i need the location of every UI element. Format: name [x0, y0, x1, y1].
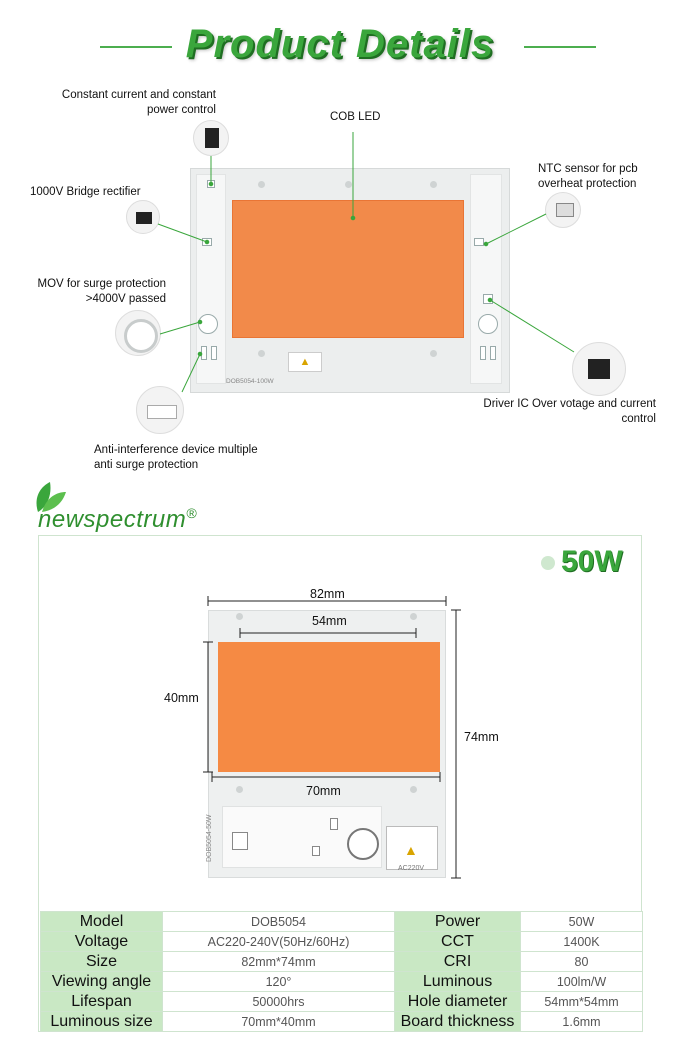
title-rule-left [100, 46, 172, 48]
ntc-sensor-thumbnail [545, 192, 581, 228]
spec-key: Lifespan [40, 991, 163, 1012]
dim-hole-span: 54mm [312, 614, 347, 628]
spec-key: Luminous size [40, 1011, 163, 1032]
mount-hole [410, 613, 417, 620]
brand-wordmark: newspectrum® [38, 505, 197, 534]
badge-dot [541, 556, 555, 570]
mount-hole [236, 786, 243, 793]
table-row: Viewing angle 120° Luminous 100lm/W [40, 971, 643, 992]
mount-hole [430, 350, 437, 357]
capacitor [490, 346, 496, 360]
spec-key: Viewing angle [40, 971, 163, 992]
table-row: Lifespan 50000hrs Hole diameter 54mm*54m… [40, 991, 643, 1012]
warning-icon: ▲ [404, 842, 418, 858]
capacitor [211, 346, 217, 360]
leaf-logo-icon [36, 482, 66, 512]
spec-table: Model DOB5054 Power 50W Voltage AC220-24… [40, 911, 643, 1032]
spec-value: 1400K [520, 931, 643, 952]
spec-key: Voltage [40, 931, 163, 952]
callout-cob-led: COB LED [330, 111, 381, 123]
spec-panel [38, 535, 642, 1032]
ic-drawing [330, 818, 338, 830]
callout-bridge-rectifier: 1000V Bridge rectifier [30, 186, 141, 198]
mov-thumbnail [115, 310, 161, 356]
board-model-mark: DOB5054-100W [226, 378, 274, 385]
table-row: Size 82mm*74mm CRI 80 [40, 951, 643, 972]
leader-line-anti [181, 353, 201, 393]
callout-lines [157, 132, 575, 393]
registered-mark: ® [186, 505, 198, 521]
spec-value: AC220-240V(50Hz/60Hz) [162, 931, 395, 952]
anti-interference-thumbnail [136, 386, 184, 434]
brand-name: newspectrum [38, 506, 187, 533]
driver-ic-thumbnail [572, 342, 626, 396]
control-chip-thumbnail [193, 120, 229, 156]
callout-ntc-sensor: NTC sensor for pcb overheat protection [538, 163, 638, 190]
spec-key: Size [40, 951, 163, 972]
cob-led-chip [232, 200, 464, 338]
spec-value: 80 [520, 951, 643, 972]
spec-key: Board thickness [394, 1011, 521, 1032]
table-row: Voltage AC220-240V(50Hz/60Hz) CCT 1400K [40, 931, 643, 952]
ntc-sensor [474, 238, 484, 246]
spec-value: 100lm/W [520, 971, 643, 992]
voltage-mark: AC220V [398, 865, 425, 872]
mount-hole [430, 181, 437, 188]
callout-mov: MOV for surge protection >4000V passed [37, 278, 166, 305]
dim-led-width: 70mm [306, 784, 341, 798]
leader-line-bridge [157, 223, 208, 243]
table-row: Model DOB5054 Power 50W [40, 911, 643, 932]
terminal-block [386, 826, 438, 870]
board-right-strip [470, 174, 502, 384]
spec-value: DOB5054 [162, 911, 395, 932]
cob-led-chip-drawing [218, 642, 440, 772]
spec-key: Power [394, 911, 521, 932]
page-title: Product Details [185, 22, 495, 66]
power-badge: 50W [561, 545, 623, 578]
table-row: Luminous size 70mm*40mm Board thickness … [40, 1011, 643, 1032]
dim-height: 74mm [464, 730, 499, 744]
leader-line-ntc [485, 213, 547, 245]
spec-key: CRI [394, 951, 521, 972]
callout-constant-control: Constant current and constant power cont… [61, 89, 216, 116]
spec-key: Luminous [394, 971, 521, 992]
capacitor-drawing [232, 832, 248, 850]
leader-line-driver [489, 299, 575, 353]
spec-value: 54mm*54mm [520, 991, 643, 1012]
bridge-rectifier-thumbnail [126, 200, 160, 234]
warning-sticker: ▲ [288, 352, 322, 372]
mount-hole [410, 786, 417, 793]
spec-key: CCT [394, 931, 521, 952]
spec-value: 120° [162, 971, 395, 992]
ring-drawing [347, 828, 379, 860]
mov-varistor [198, 314, 218, 334]
spec-value: 70mm*40mm [162, 1011, 395, 1032]
callout-driver-ic: Driver IC Over votage and current contro… [483, 398, 656, 425]
capacitor [480, 346, 486, 360]
mount-hole [258, 181, 265, 188]
spec-key: Hole diameter [394, 991, 521, 1012]
driver-capacitor-ring [478, 314, 498, 334]
mount-hole [345, 181, 352, 188]
leader-line-mov [159, 321, 201, 335]
spec-value: 82mm*74mm [162, 951, 395, 972]
dim-width: 82mm [310, 587, 345, 601]
dim-led-height: 40mm [164, 691, 199, 705]
mount-hole [258, 350, 265, 357]
callout-anti-interference: Anti-interference device multiple anti s… [94, 444, 258, 471]
spec-value: 50000hrs [162, 991, 395, 1012]
spec-value: 50W [520, 911, 643, 932]
capacitor-drawing [312, 846, 320, 856]
spec-value: 1.6mm [520, 1011, 643, 1032]
mount-hole [236, 613, 243, 620]
title-rule-right [524, 46, 596, 48]
spec-key: Model [40, 911, 163, 932]
